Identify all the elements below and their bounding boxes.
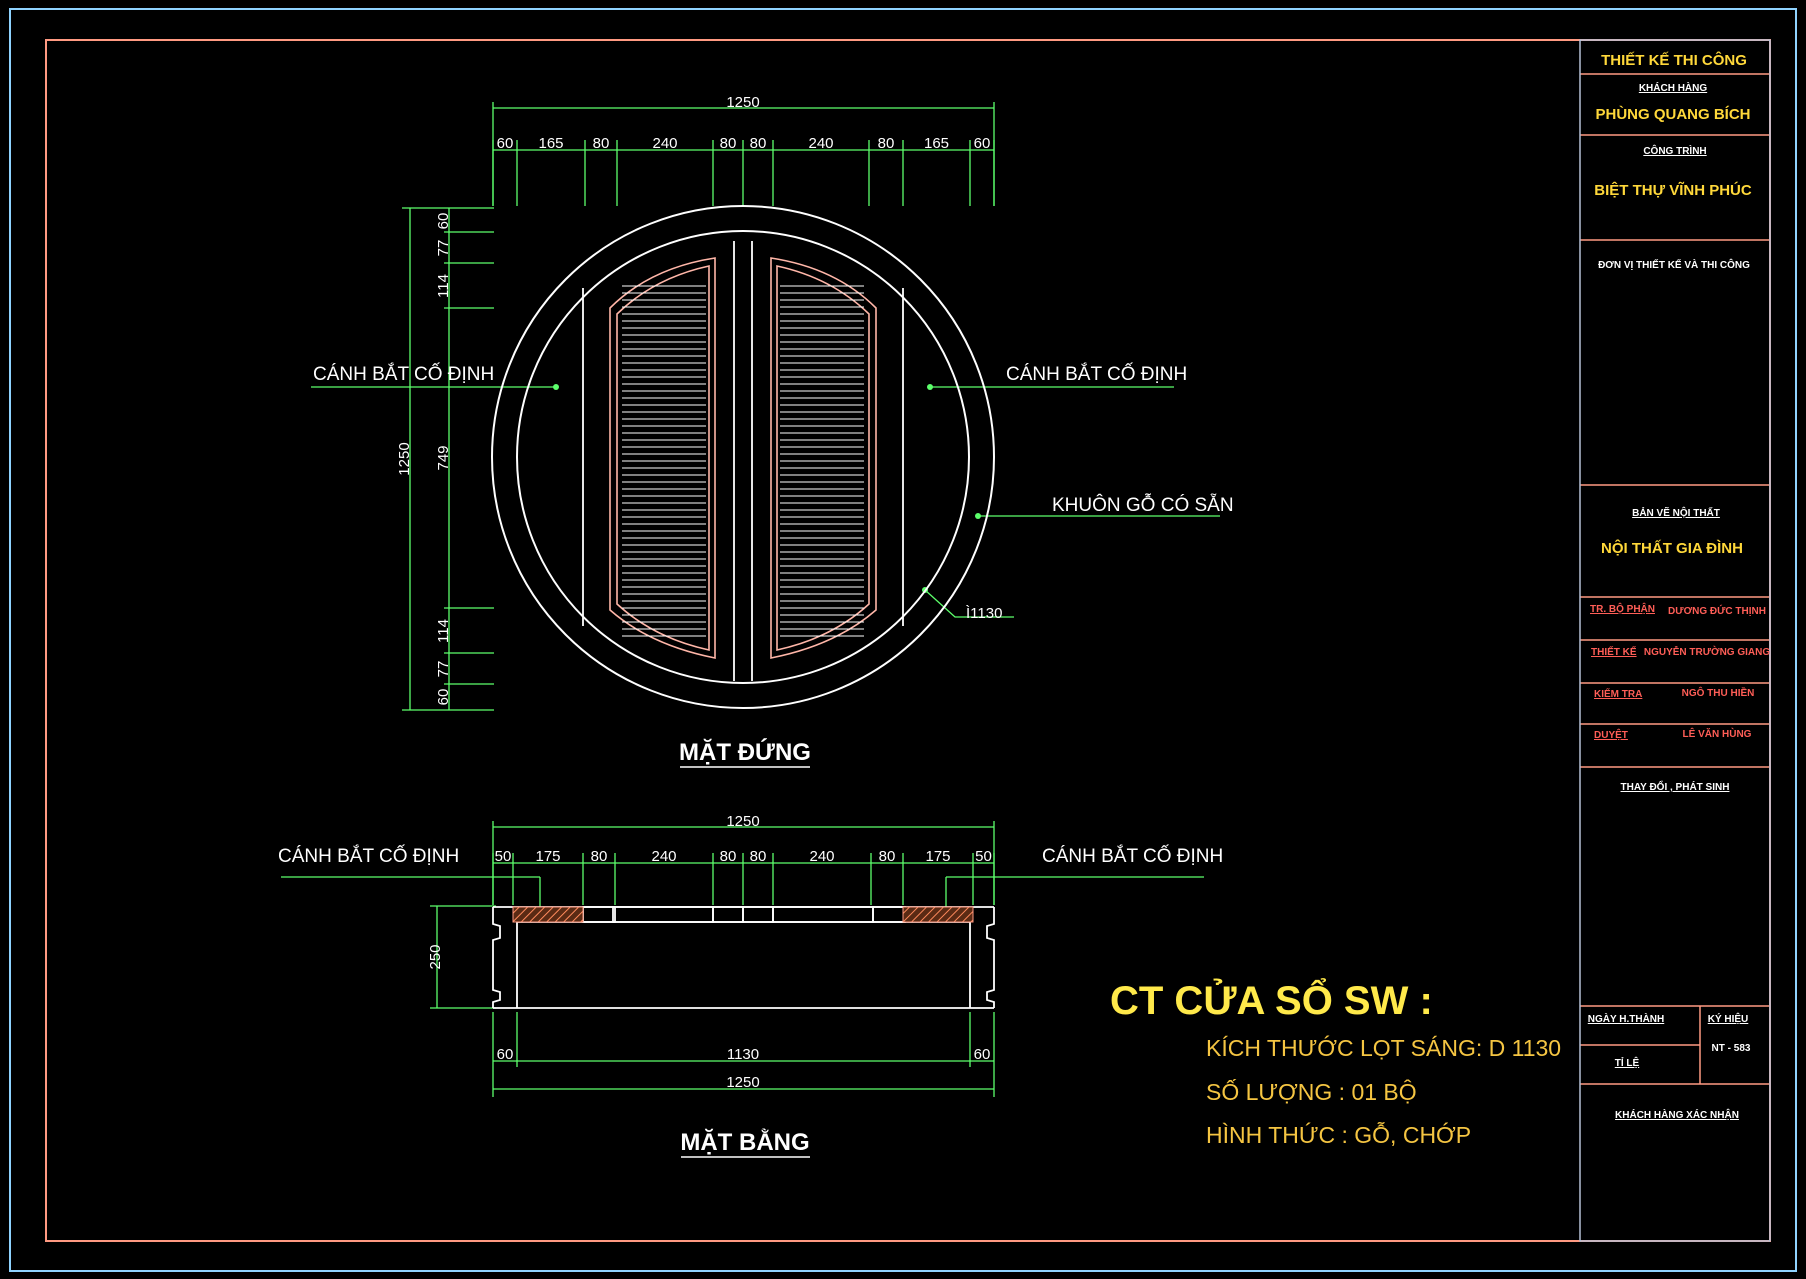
label-diameter: Ì1130 [966,605,1002,622]
elev-top-segment-5: 80 [750,135,767,152]
plan-label-right: CÁNH BẮT CỐ ĐỊNH [1042,845,1223,867]
window-leaves [582,241,904,681]
tb-date-label: NGÀY H.THÀNH [1588,1012,1664,1025]
tb-code-label: KÝ HIỆU [1708,1012,1749,1025]
spec-material: HÌNH THỨC : GỖ, CHỚP [1206,1120,1471,1148]
elevation-dim-lines [311,102,1220,711]
elev-top-segment-6: 240 [808,135,833,152]
elev-top-segment-0: 60 [497,135,514,152]
plan-top-segment-2: 80 [591,848,608,865]
label-existing-frame: KHUÔN GỖ CÓ SẴN [1052,494,1234,516]
spec-block: CT CỬA SỔ SW : KÍCH THƯỚC LỌT SÁNG: D 11… [1110,976,1561,1148]
elev-left-seg-60-bottom: 60 [435,689,452,706]
plan-top-segment-5: 80 [750,848,767,865]
tb-project: BIỆT THỰ VĨNH PHÚC [1594,181,1752,199]
tb-scale-label: TỈ LỆ [1615,1056,1640,1069]
shutter-panels [609,257,877,659]
spec-heading: CT CỬA SỔ SW : [1110,976,1433,1023]
spec-quantity: SỐ LƯỢNG : 01 BỘ [1206,1078,1417,1105]
elevation-title: MẶT ĐỨNG [679,738,811,766]
title-block-lines [1579,40,1770,1241]
plan-top-segment-3: 240 [651,848,676,865]
tb-role-4: DUYỆT [1594,728,1628,741]
tb-client: PHÙNG QUANG BÍCH [1595,105,1750,123]
tb-code: NT - 583 [1712,1043,1751,1054]
plan-top-segment-9: 50 [975,848,992,865]
elev-top-segment-1: 165 [538,135,563,152]
tb-name-4: LÊ VĂN HÙNG [1683,727,1752,740]
tb-unit-label: ĐƠN VỊ THIẾT KẾ VÀ THI CÔNG [1598,258,1750,271]
plan-top-segment-8: 175 [925,848,950,865]
plan-top-segment-4: 80 [720,848,737,865]
plan-bottom-middle: 1130 [727,1046,759,1063]
plan-top-segment-6: 240 [809,848,834,865]
plan-bottom-total: 1250 [726,1074,759,1091]
round-frame [491,205,995,709]
tb-drawing: NỘI THẤT GIA ĐÌNH [1601,539,1743,557]
louver-slats [622,285,864,637]
plan-top-segment-1: 175 [535,848,560,865]
elev-top-segment-4: 80 [720,135,737,152]
elev-left-seg-77-top: 77 [435,240,452,257]
elev-left-total: 1250 [396,442,413,475]
fixed-leaf-hatch-left [512,906,584,923]
tb-name-2: NGUYỄN TRƯỜNG GIANG [1644,645,1770,658]
spec-clear-opening: KÍCH THƯỚC LỌT SÁNG: D 1130 [1206,1035,1561,1061]
plan-top-segment-0: 50 [495,848,512,865]
elev-left-middle: 749 [435,445,452,470]
title-block: THIẾT KẾ THI CÔNG KHÁCH HÀNG PHÙNG QUANG… [1579,39,1771,1242]
elev-top-segment-2: 80 [593,135,610,152]
elev-top-total: 1250 [726,94,759,111]
elev-top-segment-9: 60 [974,135,991,152]
plan-top-segment-7: 80 [879,848,896,865]
elev-left-seg-60-top: 60 [435,213,452,230]
plan-bottom-left: 60 [497,1046,514,1063]
tb-drawing-label: BẢN VẼ NỘI THẤT [1632,506,1720,519]
tb-header: THIẾT KẾ THI CÔNG [1601,51,1747,69]
tb-confirm-label: KHÁCH HÀNG XÁC NHẬN [1615,1108,1739,1121]
label-fixed-leaf-left: CÁNH BẮT CỐ ĐỊNH [313,363,494,385]
tb-name-1: DƯƠNG ĐỨC THỊNH [1668,604,1766,617]
elev-top-segment-3: 240 [652,135,677,152]
elev-top-segment-7: 80 [878,135,895,152]
outer-border [9,8,1797,1272]
elev-top-dimensions: 60 165 80 240 80 80 240 80 165 60 [497,135,991,152]
tb-project-label: CÔNG TRÌNH [1643,144,1706,157]
plan-top-dimensions: 50 175 80 240 80 80 240 80 175 50 [495,848,992,865]
elev-left-seg-114-top: 114 [435,274,452,298]
fixed-leaf-hatch-right [902,906,974,923]
plan-label-left: CÁNH BẮT CỐ ĐỊNH [278,845,459,867]
plan-title: MẶT BẰNG [680,1128,809,1156]
elevation-view: 1250 60 165 80 240 80 80 240 80 165 60 1250 60 77… [311,94,1234,768]
tb-role-2: THIẾT KẾ [1591,645,1637,658]
plan-depth: 250 [427,944,444,969]
tb-role-3: KIỂM TRA [1594,687,1642,700]
title-block-inner-edge [1579,39,1771,1242]
elev-left-seg-77-bottom: 77 [435,661,452,678]
plan-view: 1250 50 175 80 240 80 80 240 80 175 50 CÁNH BẮT C… [278,813,1223,1158]
tb-client-label: KHÁCH HÀNG [1639,81,1708,94]
tb-changes-label: THAY ĐỔI , PHÁT SINH [1621,780,1730,793]
label-fixed-leaf-right: CÁNH BẮT CỐ ĐỊNH [1006,363,1187,385]
plan-top-total: 1250 [726,813,759,830]
elev-left-seg-114-bottom: 114 [435,619,452,643]
elev-top-segment-8: 165 [924,135,949,152]
tb-name-3: NGÔ THU HIỀN [1682,686,1755,699]
tb-role-1: TR. BỘ PHẬN [1590,602,1655,615]
plan-bottom-right: 60 [974,1046,991,1063]
